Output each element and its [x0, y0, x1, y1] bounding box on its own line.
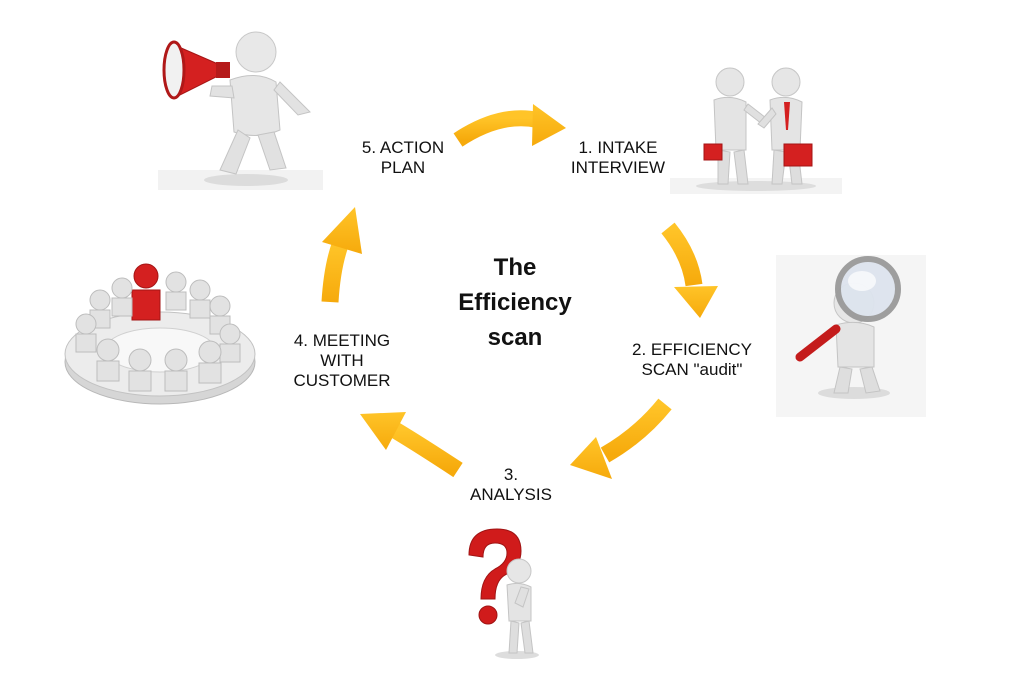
step-label-analysis: 3. ANALYSIS — [446, 465, 576, 505]
arrow-meeting-to-action — [321, 207, 362, 303]
step-label-scan: 2. EFFICIENCY SCAN "audit" — [612, 340, 772, 380]
megaphone-figure-icon — [158, 31, 323, 190]
title-line: Efficiency — [458, 289, 572, 316]
step-label-line: INTERVIEW — [570, 158, 666, 177]
title-line: scan — [487, 324, 543, 351]
step-label-line: WITH — [320, 351, 364, 370]
arrow-scan-to-analysis — [570, 398, 672, 479]
title-line: The — [493, 254, 537, 281]
step-label-intake: 1. INTAKE INTERVIEW — [548, 138, 688, 178]
handshake-figures-icon — [670, 67, 842, 194]
magnifying-glass-figure-icon — [776, 255, 926, 417]
arrow-intake-to-scan — [661, 222, 718, 318]
step-label-meeting: 4. MEETING WITH CUSTOMER — [272, 331, 412, 391]
step-label-line: 2. EFFICIENCY — [632, 340, 752, 359]
step-label-line: SCAN "audit" — [641, 360, 743, 379]
step-label-line: 5. ACTION — [361, 138, 445, 157]
question-mark-figure-icon — [468, 528, 539, 659]
diagram-title: The Efficiency scan — [420, 250, 610, 355]
step-label-line: PLAN — [380, 158, 426, 177]
step-label-line: CUSTOMER — [293, 371, 391, 390]
step-label-action: 5. ACTION PLAN — [343, 138, 463, 178]
arrow-action-to-intake — [453, 104, 566, 147]
step-label-line: ANALYSIS — [470, 485, 552, 504]
arrow-analysis-to-meeting — [360, 412, 463, 478]
step-label-line: 3. — [503, 465, 519, 484]
step-label-line: 1. INTAKE — [578, 138, 658, 157]
step-label-line: 4. MEETING — [293, 331, 391, 350]
round-table-meeting-icon — [64, 263, 256, 405]
